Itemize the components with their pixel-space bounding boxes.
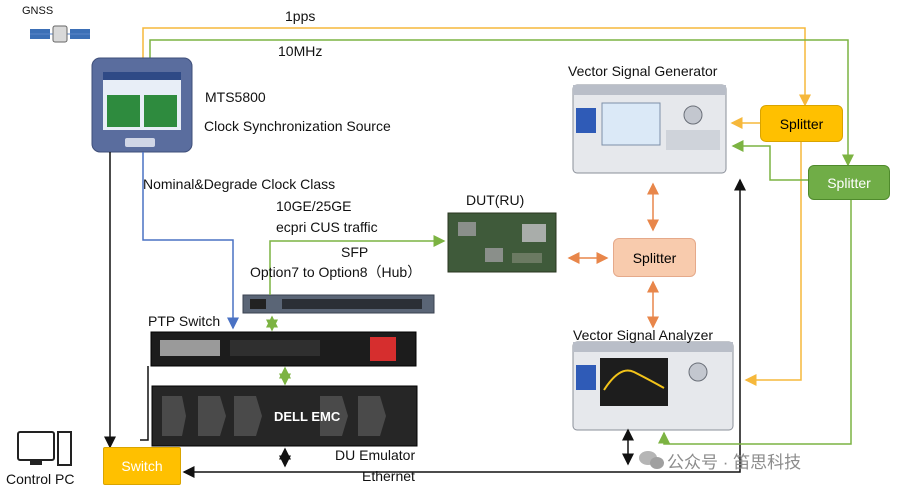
traffic-label-4: Option7 to Option8（Hub）: [250, 264, 422, 280]
traffic-label-1: 10GE/25GE: [276, 198, 352, 214]
pps-line: [142, 27, 811, 107]
splitter-mid-box: Splitter: [613, 238, 696, 277]
control-pc-icon: [17, 431, 72, 466]
clock-class-line: [142, 152, 239, 330]
ptp-switch-label: PTP Switch: [148, 313, 221, 329]
traffic-label-2: ecpri CUS traffic: [276, 219, 378, 235]
tenmhz-label: 10MHz: [278, 43, 323, 59]
splitter-feed-lines: [658, 117, 852, 445]
vector-signal-generator-device: [572, 84, 727, 174]
control-pc-label: Control PC: [6, 471, 75, 487]
tenmhz-line: [149, 39, 854, 167]
dut-label: DUT(RU): [466, 192, 525, 208]
splitter-top-box: Splitter: [760, 105, 843, 142]
pps-label: 1pps: [285, 8, 316, 24]
vector-signal-analyzer-device: [572, 341, 734, 431]
small-switch-unit: [242, 294, 435, 314]
clock-class-label: Nominal&Degrade Clock Class: [143, 176, 336, 192]
mts-name-label: MTS5800: [205, 89, 266, 105]
watermark-text: 公众号 · 笛思科技: [667, 453, 802, 472]
mts-desc-label: Clock Synchronization Source: [204, 118, 391, 134]
mts5800-device: [91, 57, 193, 153]
splitter-right-box: Splitter: [808, 165, 890, 200]
ptp-switch-unit: [150, 331, 417, 367]
ethernet-label: Ethernet: [362, 468, 415, 484]
dut-board: [447, 212, 557, 273]
gnss-satellite-icon: [30, 25, 90, 43]
du-emulator-label: DU Emulator: [335, 447, 416, 463]
control-lines: [104, 152, 746, 478]
bidirectional-arrows: [266, 182, 659, 468]
du-emulator-server: DELL EMC: [151, 385, 418, 447]
traffic-line: [269, 235, 446, 295]
switch-box: Switch: [103, 447, 181, 485]
wechat-icon: [639, 451, 664, 469]
gnss-label: GNSS: [22, 5, 54, 17]
vsg-label: Vector Signal Generator: [568, 63, 718, 79]
vsa-label: Vector Signal Analyzer: [573, 327, 714, 343]
traffic-label-3: SFP: [341, 244, 369, 260]
dell-emc-logo: DELL EMC: [274, 409, 341, 424]
